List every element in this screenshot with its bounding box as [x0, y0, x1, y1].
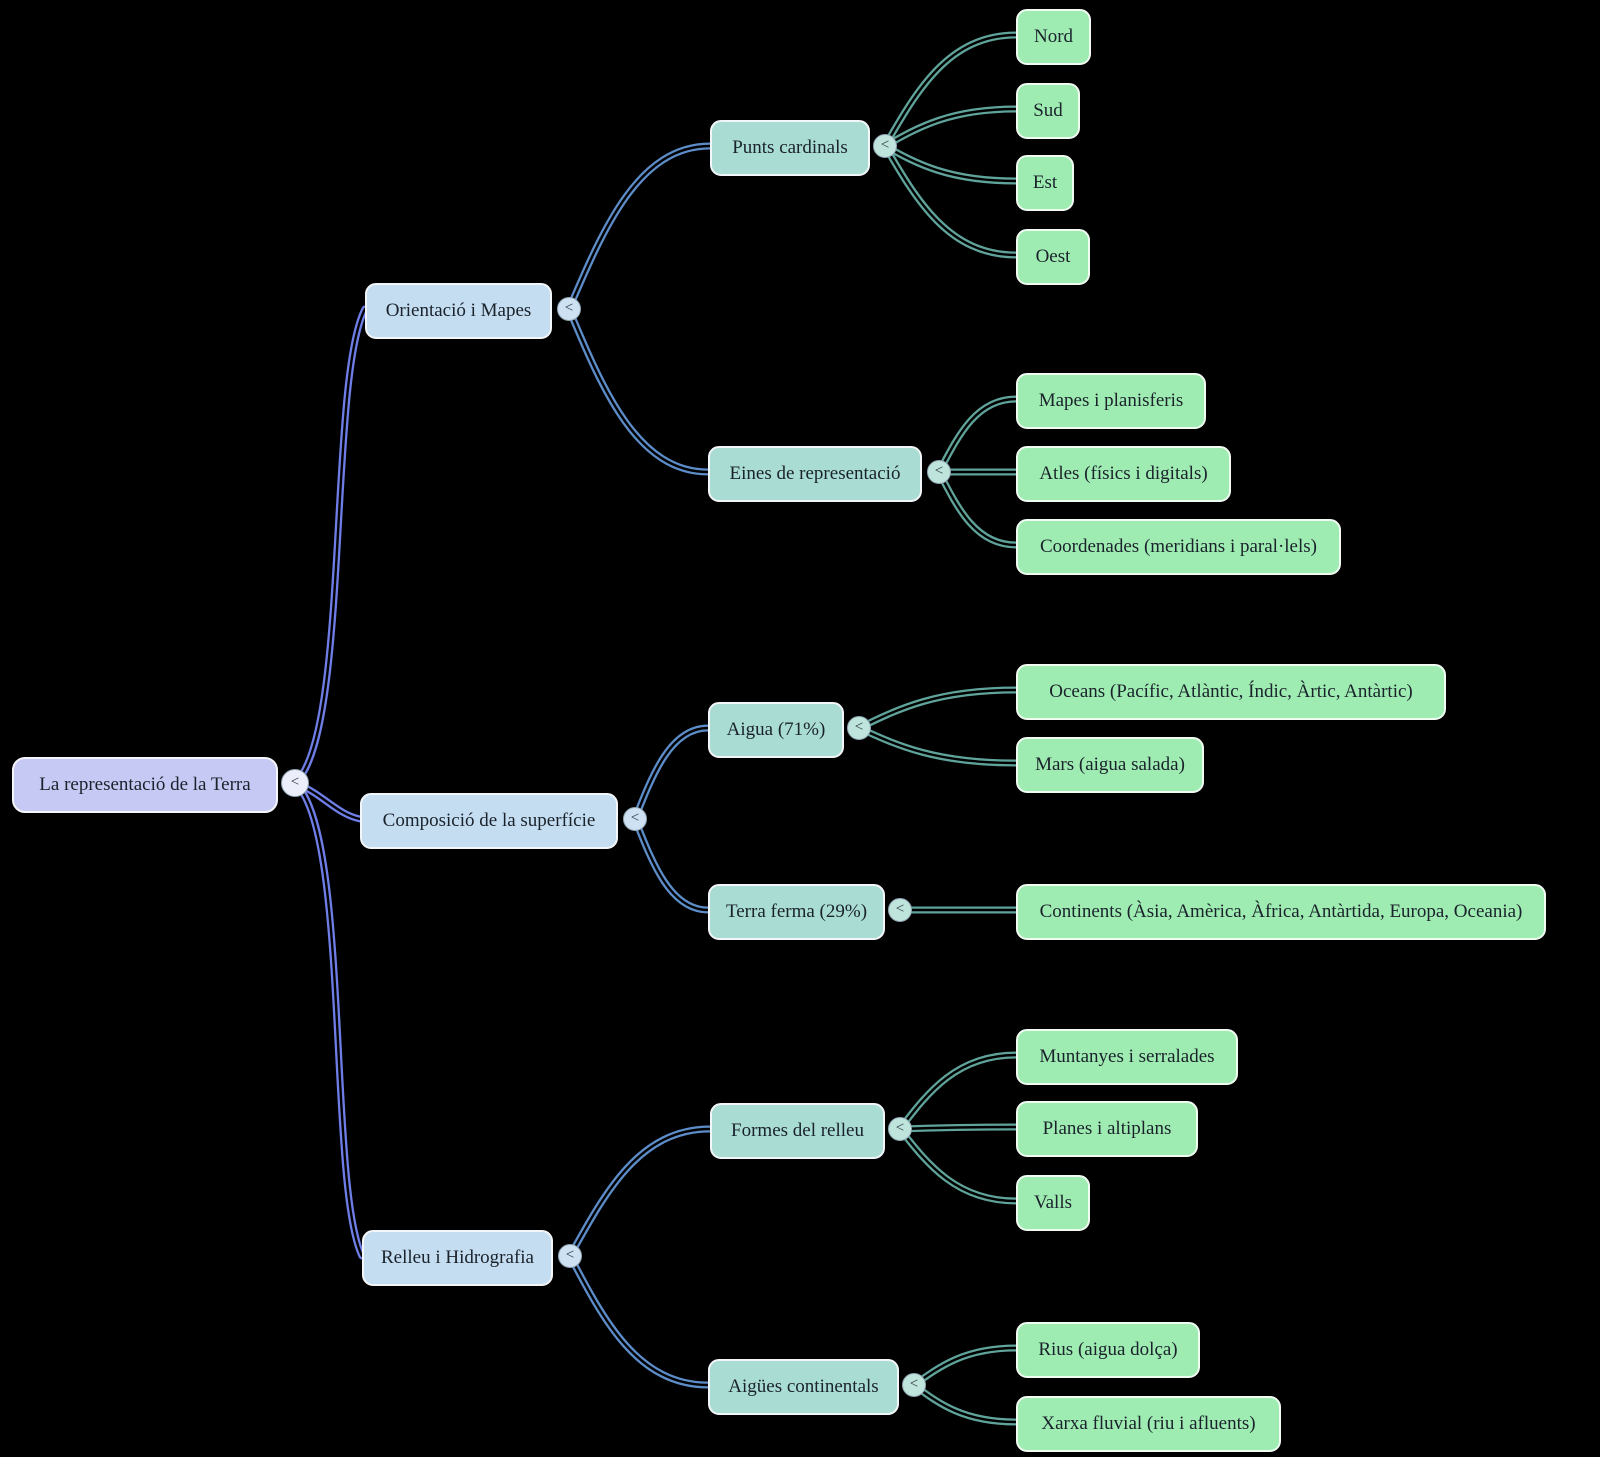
- collapse-toggle-composicio[interactable]: <: [623, 807, 647, 831]
- edge-relleu-formes-core: [568, 1127, 712, 1258]
- node-planes[interactable]: Planes i altiplans: [1016, 1101, 1198, 1157]
- collapse-toggle-aigues[interactable]: <: [902, 1373, 926, 1397]
- edge-punts-nord: [881, 31, 1020, 150]
- node-eines-representacio[interactable]: Eines de representació: [708, 446, 922, 502]
- collapse-toggle-eines[interactable]: <: [927, 460, 951, 484]
- edge-relleu-aigues: [566, 1252, 712, 1389]
- edge-punts-est-core: [883, 144, 1018, 183]
- edge-eines-mapes: [935, 395, 1020, 476]
- edge-composicio-terra: [631, 815, 712, 914]
- node-root[interactable]: La representació de la Terra: [12, 757, 278, 813]
- node-punts-cardinals[interactable]: Punts cardinals: [710, 120, 870, 176]
- edge-formes-muntanyes: [896, 1051, 1020, 1133]
- node-oceans[interactable]: Oceans (Pacífic, Atlàntic, Índic, Àrtic,…: [1016, 664, 1446, 720]
- edge-composicio-aigua: [631, 724, 712, 823]
- node-terra-ferma[interactable]: Terra ferma (29%): [708, 884, 885, 940]
- edge-punts-oest: [881, 142, 1020, 259]
- edge-composicio-terra-core: [633, 817, 710, 912]
- node-continents[interactable]: Continents (Àsia, Amèrica, Àfrica, Antàr…: [1016, 884, 1546, 940]
- node-oest[interactable]: Oest: [1016, 229, 1090, 285]
- edge-orientacio-eines: [565, 305, 712, 476]
- node-sud[interactable]: Sud: [1016, 83, 1080, 139]
- edge-orientacio-eines-core: [567, 307, 710, 474]
- edge-root-orientacio: [291, 305, 369, 787]
- edge-eines-coordenades-core: [937, 470, 1018, 547]
- node-rius[interactable]: Rius (aigua dolça): [1016, 1322, 1200, 1378]
- node-est[interactable]: Est: [1016, 155, 1074, 211]
- edge-relleu-aigues-core: [568, 1254, 710, 1387]
- node-valls[interactable]: Valls: [1016, 1175, 1090, 1231]
- edge-relleu-formes: [566, 1125, 714, 1260]
- edge-formes-valls: [896, 1125, 1020, 1205]
- edge-root-orientacio-core: [293, 307, 367, 785]
- node-composicio-superficie[interactable]: Composició de la superfície: [360, 793, 618, 849]
- collapse-toggle-terra[interactable]: <: [888, 898, 912, 922]
- node-nord[interactable]: Nord: [1016, 9, 1091, 65]
- edge-formes-muntanyes-core: [898, 1053, 1018, 1131]
- edge-aigues-xarxa: [910, 1381, 1020, 1426]
- collapse-toggle-root[interactable]: <: [281, 769, 309, 797]
- collapse-toggle-relleu[interactable]: <: [558, 1244, 582, 1268]
- collapse-toggle-punts[interactable]: <: [873, 134, 897, 158]
- edge-aigua-oceans-core: [857, 688, 1018, 730]
- collapse-toggle-formes[interactable]: <: [888, 1117, 912, 1141]
- edge-punts-nord-core: [883, 33, 1018, 148]
- edge-root-relleu: [291, 779, 366, 1260]
- edge-aigua-oceans: [855, 686, 1020, 732]
- edge-root-relleu-core: [293, 781, 364, 1258]
- edge-orientacio-punts-core: [567, 144, 712, 311]
- collapse-toggle-orientacio[interactable]: <: [557, 297, 581, 321]
- edge-composicio-aigua-core: [633, 726, 710, 821]
- edge-eines-coordenades: [935, 468, 1020, 549]
- node-xarxa-fluvial[interactable]: Xarxa fluvial (riu i afluents): [1016, 1396, 1281, 1452]
- edge-aigua-mars-core: [857, 726, 1018, 765]
- node-orientacio-i-mapes[interactable]: Orientació i Mapes: [365, 283, 552, 339]
- edge-punts-oest-core: [883, 144, 1018, 257]
- edge-formes-valls-core: [898, 1127, 1018, 1203]
- node-muntanyes[interactable]: Muntanyes i serralades: [1016, 1029, 1238, 1085]
- node-mapes-planisferis[interactable]: Mapes i planisferis: [1016, 373, 1206, 429]
- node-coordenades[interactable]: Coordenades (meridians i paral·lels): [1016, 519, 1341, 575]
- collapse-toggle-aigua[interactable]: <: [847, 716, 871, 740]
- node-aigua[interactable]: Aigua (71%): [708, 702, 844, 758]
- node-formes-relleu[interactable]: Formes del relleu: [710, 1103, 885, 1159]
- node-aigues-continentals[interactable]: Aigües continentals: [708, 1359, 899, 1415]
- edge-orientacio-punts: [565, 142, 714, 313]
- node-atles[interactable]: Atles (físics i digitals): [1016, 446, 1231, 502]
- node-relleu-i-hidrografia[interactable]: Relleu i Hidrografia: [362, 1230, 553, 1286]
- node-mars[interactable]: Mars (aigua salada): [1016, 737, 1204, 793]
- edge-aigues-rius: [910, 1344, 1020, 1389]
- edge-aigua-mars: [855, 724, 1020, 767]
- edge-eines-mapes-core: [937, 397, 1018, 474]
